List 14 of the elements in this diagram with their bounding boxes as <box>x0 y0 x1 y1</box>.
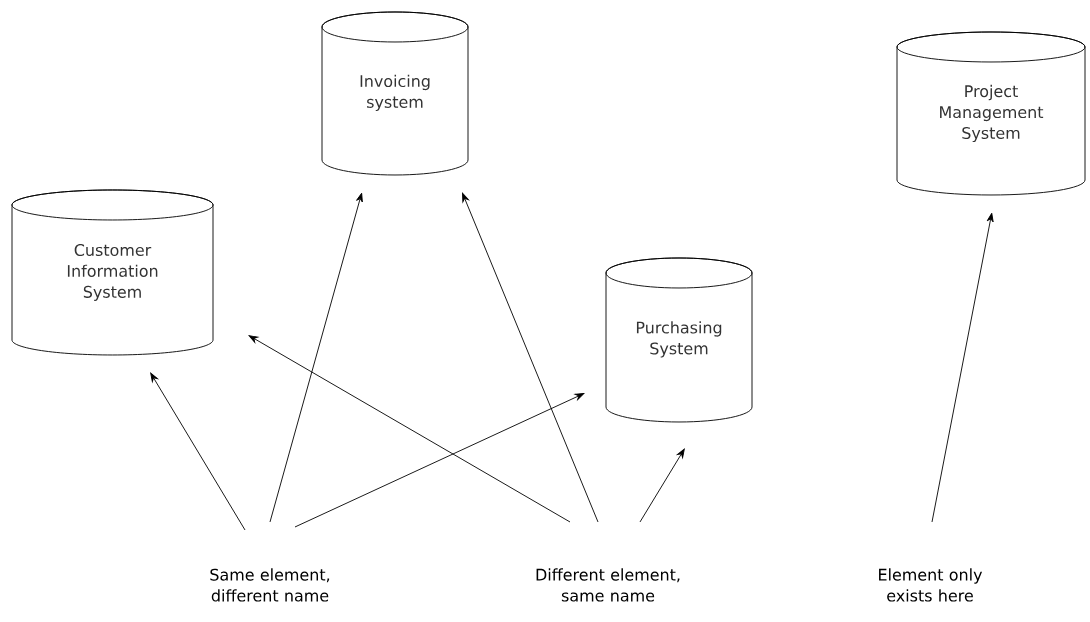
cylinder: Invoicing system <box>321 11 469 176</box>
cylinder: Customer Information System <box>11 189 214 356</box>
arrow <box>269 192 363 523</box>
arrow <box>150 372 246 531</box>
cylinder: Purchasing System <box>605 257 753 423</box>
arrow <box>248 335 571 523</box>
annotation-text: Element only exists here <box>879 568 983 602</box>
annotation-text: Same element, different name <box>210 568 330 602</box>
arrow <box>294 393 585 528</box>
cylinder: Project Management System <box>896 31 1086 196</box>
arrow <box>462 192 599 523</box>
annotation-text: Different element, same name <box>536 568 680 602</box>
arrow <box>639 448 685 523</box>
arrow <box>931 212 994 523</box>
